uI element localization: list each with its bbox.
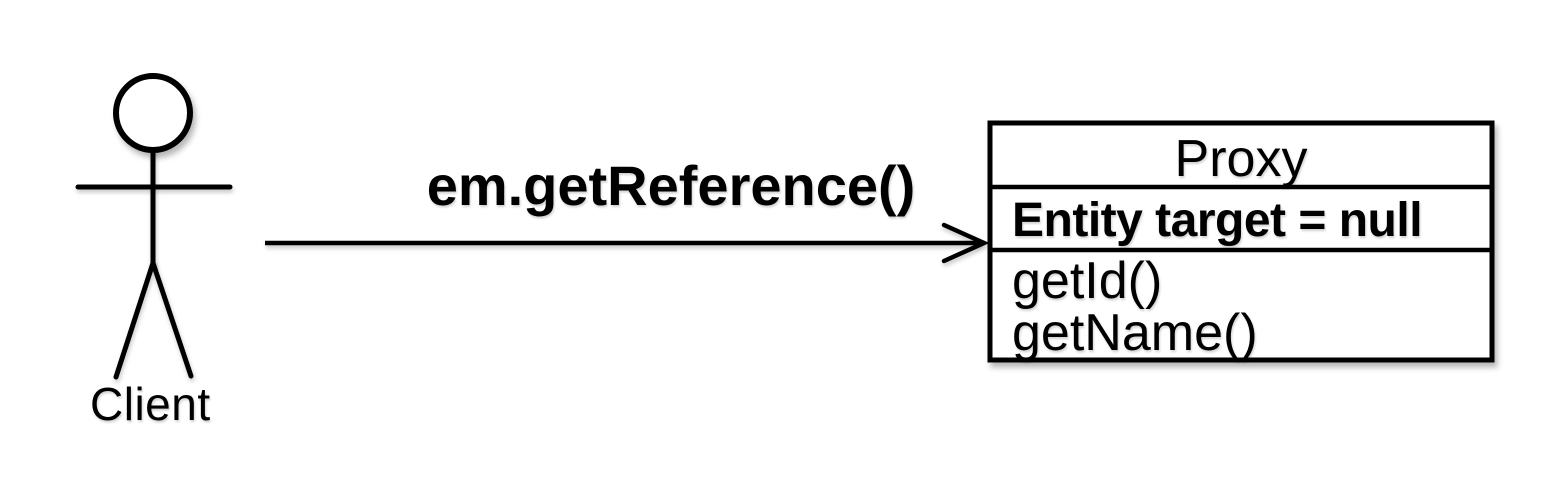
actor-left-leg-line bbox=[113, 260, 156, 380]
message-arrow bbox=[265, 222, 990, 264]
actor-right-leg-line bbox=[150, 260, 194, 379]
message-label: em.getReference() bbox=[427, 154, 916, 217]
class-method-getid: getId() bbox=[1012, 252, 1162, 310]
class-method-getname: getName() bbox=[1012, 304, 1258, 362]
class-title: Proxy bbox=[1175, 130, 1308, 188]
arrow-head-icon bbox=[941, 222, 990, 264]
class-attribute: Entity target = null bbox=[1012, 194, 1422, 247]
class-box-frame bbox=[987, 120, 1495, 363]
actor-head-icon bbox=[113, 73, 193, 153]
class-box: Proxy Entity target = null getId() getNa… bbox=[987, 120, 1495, 363]
actor-figure bbox=[75, 73, 233, 380]
actor-label: Client bbox=[90, 378, 211, 430]
